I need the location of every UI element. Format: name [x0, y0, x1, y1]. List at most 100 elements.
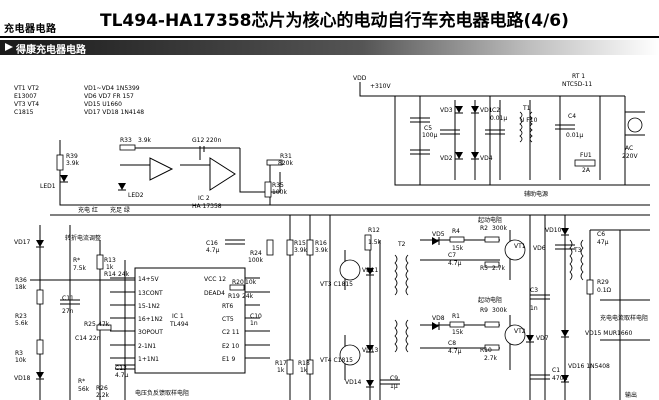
comp-r15: R15	[294, 240, 306, 247]
comp-c3: C3	[530, 287, 538, 294]
comp-r39-v: 3.9k	[66, 160, 80, 167]
capacitor-symbols	[60, 117, 575, 385]
ic1-pin-r6: E1 9	[222, 356, 236, 363]
comp-r5-v: 2.7k	[492, 265, 506, 272]
comp-r17-v: 1k	[277, 367, 285, 374]
comp-r29-v: 0.1Ω	[597, 287, 612, 294]
comp-r10-v: 2.7k	[484, 355, 498, 362]
label-fu1-v: 2A	[582, 167, 591, 174]
comp-c3-v: 1n	[530, 305, 538, 312]
comp-r36-v: 18k	[15, 284, 27, 291]
comp-r33: R33	[120, 137, 132, 144]
ic1-pin-r4: C2 11	[222, 329, 240, 336]
label-t1: T1	[522, 105, 531, 112]
page-title: TL494-HA17358芯片为核心的电动自行车充电器电路(4/6)	[100, 11, 569, 31]
diode-symbols	[36, 106, 569, 388]
ic2-name: IC 2	[198, 195, 210, 202]
comp-r3: R3	[15, 350, 23, 357]
d-vd5: VD5	[432, 231, 445, 238]
comp-c4: C4	[568, 113, 576, 120]
comp-r25: R25	[84, 321, 96, 328]
label-fu1: FU1	[580, 152, 592, 159]
comp-r20: R20	[232, 279, 244, 286]
resistor-symbols	[36, 144, 594, 375]
comp-r13-v: 1k	[106, 264, 114, 271]
comp-g12-v: 220n	[206, 137, 221, 144]
component-labels: VDD +310V RT 1 NTC5D-11 AC 220V FU1 2A T…	[14, 73, 648, 399]
d-vd6: VD6	[533, 245, 546, 252]
label-led1: LED1	[40, 183, 56, 190]
label-adjust: 转折电流调整	[65, 234, 101, 242]
label-full-ind: 充足 绿	[110, 206, 130, 214]
ic1-pin-r1: DEAD4	[204, 290, 225, 297]
label-start-r-top: 起动电阻	[478, 216, 502, 224]
comp-c11-v: 27n	[62, 308, 74, 315]
comp-r18-v: 1k	[300, 367, 308, 374]
comp-r12-v: 1.5k	[368, 239, 382, 246]
comp-c14-v: 22n	[89, 335, 101, 342]
comp-c14: C14	[75, 335, 87, 342]
ic1-pin-l4: 3OPOUT	[138, 329, 163, 336]
label-vdd: VDD	[353, 75, 367, 82]
comp-c6: C6	[597, 231, 605, 238]
ic1-name: IC 1	[172, 313, 184, 320]
comp-r23: R23	[15, 313, 27, 320]
ic1-pin-l5: 2-1N1	[138, 343, 156, 350]
tr-vt3: VT3 C1815	[320, 281, 353, 288]
comp-r24-v: 100k	[248, 257, 263, 264]
comp-r5: R5	[480, 265, 488, 272]
comp-c7-v: 4.7μ	[448, 260, 462, 267]
label-output: 输出	[625, 391, 637, 399]
section-banner	[0, 40, 659, 55]
comp-c1-v: 470μ	[552, 375, 567, 382]
label-rt1: RT 1	[572, 73, 585, 80]
comp-c1: C1	[552, 367, 560, 374]
ic1-pin-r3: CT5	[222, 316, 234, 323]
comp-r17: R17	[275, 360, 287, 367]
ic1-pin-l1: 13CONT	[138, 290, 163, 297]
tr-vt4: VT4 C1815	[320, 357, 353, 364]
comp-r35: R35	[272, 182, 284, 189]
comp-rstar-v: 56k	[78, 386, 90, 393]
d-vd15: VD15 MUR1660	[585, 330, 632, 337]
comp-r12: R12	[368, 227, 380, 234]
comp-r20-v: 10k	[245, 279, 257, 286]
parts-col1-2: VT3 VT4	[14, 101, 40, 108]
comp-r13: R13	[104, 257, 116, 264]
label-aux-power: 辅助电源	[524, 190, 548, 198]
tr-vd11: VD11	[362, 267, 379, 274]
comp-r26-v: 2.2k	[96, 392, 110, 399]
comp-c16: C16	[206, 240, 218, 247]
comp-c10: C10	[250, 313, 262, 320]
ic1-pin-r5: E2 10	[222, 343, 239, 350]
comp-r33-v: 3.9k	[138, 137, 152, 144]
ic1-pin-r0: VCC 12	[204, 276, 226, 283]
comp-c5: C5	[424, 125, 432, 132]
parts-col2-2: VD15 U1660	[84, 101, 122, 108]
comp-r1-v: 15k	[452, 329, 464, 336]
label-led2: LED2	[128, 192, 144, 199]
comp-c7: C7	[448, 252, 456, 259]
parts-col1-0: VT1 VT2	[14, 85, 40, 92]
comp-r39: R39	[66, 153, 78, 160]
label-ntc: NTC5D-11	[562, 81, 592, 88]
comp-r10: R10	[480, 347, 492, 354]
label-t1-v: U F10	[520, 117, 538, 124]
comp-r14: R14	[104, 271, 116, 278]
comp-r29: R29	[597, 279, 609, 286]
comp-r14-v: 24k	[118, 271, 130, 278]
tr-vt2: VT2	[514, 328, 526, 335]
comp-c8-v: 4.7μ	[448, 348, 462, 355]
comp-r2-v: 300k	[492, 225, 507, 232]
comp-c9-v: 1μ	[390, 383, 398, 390]
parts-col1-3: C1815	[14, 109, 34, 116]
ic1-pin-r2: RT6	[222, 303, 233, 310]
comp-r9: R9	[480, 307, 488, 314]
ic1-pin-l2: 15-1N2	[138, 303, 160, 310]
ic1-pin-l6: 1+1N1	[138, 356, 159, 363]
comp-r18: R18	[298, 360, 310, 367]
ic1-pin-l3: 16+1N2	[138, 316, 163, 323]
label-310v: +310V	[370, 83, 391, 90]
comp-c5-v: 100μ	[422, 132, 437, 139]
tr-vt1: VT1	[514, 243, 526, 250]
